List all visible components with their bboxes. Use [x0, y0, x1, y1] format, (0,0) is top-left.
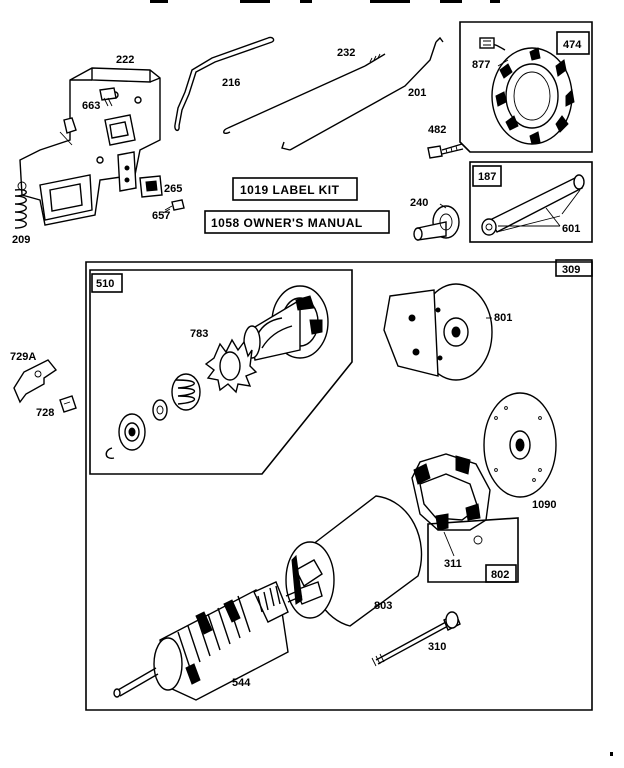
- label-1090: 1090: [532, 499, 556, 511]
- label-544: 544: [232, 677, 251, 689]
- cap-240: [413, 205, 460, 241]
- screw-728: [59, 395, 77, 413]
- label-kit-text: 1019 LABEL KIT: [240, 183, 340, 197]
- link-232: [223, 53, 386, 135]
- label-309: 309: [562, 264, 580, 276]
- label-kit-box: [232, 177, 358, 201]
- screw-657: [162, 199, 185, 214]
- label-222: 222: [116, 54, 134, 66]
- brush-plate-1090: [483, 392, 557, 498]
- clip-265: [139, 175, 163, 198]
- control-bracket: [19, 67, 161, 226]
- label-729a: 729A: [10, 351, 36, 363]
- label-187: 187: [478, 171, 496, 183]
- owners-manual-text: 1058 OWNER'S MANUAL: [211, 216, 363, 230]
- armature-544: [113, 581, 303, 701]
- box-510: [89, 269, 353, 475]
- part-labels: 222 216 232 201 474 877 663 482 187 601 …: [10, 39, 582, 689]
- label-216: 216: [222, 77, 240, 89]
- retainer-clip: [105, 447, 115, 459]
- bracket-tab: [117, 151, 137, 192]
- label-801: 801: [494, 312, 512, 324]
- label-209: 209: [12, 234, 30, 246]
- bracket-729a: [13, 359, 58, 404]
- label-877: 877: [472, 59, 490, 71]
- label-482: 482: [428, 124, 446, 136]
- end-cap-801: [383, 283, 493, 381]
- link-201: [281, 36, 444, 151]
- bolt-663: [99, 87, 117, 107]
- alternator-877: [479, 37, 575, 145]
- label-657: 657: [152, 210, 170, 222]
- label-601: 601: [562, 223, 580, 235]
- label-311: 311: [444, 558, 462, 570]
- washer-783: [152, 399, 168, 421]
- housing-803: [285, 495, 423, 627]
- brush-holder-802: [411, 453, 491, 545]
- drive-head: [243, 285, 329, 361]
- label-474: 474: [563, 39, 582, 51]
- label-240: 240: [410, 197, 428, 209]
- stop-nut-783: [118, 413, 146, 451]
- fuel-line-187: [481, 174, 585, 236]
- label-310: 310: [428, 641, 446, 653]
- through-bolt-310: [371, 611, 461, 667]
- box-309: [85, 259, 593, 711]
- label-783: 783: [190, 328, 208, 340]
- label-728: 728: [36, 407, 54, 419]
- label-663: 663: [82, 100, 100, 112]
- label-802: 802: [491, 569, 509, 581]
- box-474: [459, 21, 593, 153]
- label-510: 510: [96, 278, 114, 290]
- link-216: [174, 36, 275, 132]
- box-802: [427, 517, 519, 583]
- label-265: 265: [164, 183, 182, 195]
- box-187: [469, 161, 593, 243]
- spring-783: [171, 373, 201, 411]
- spring-209: [14, 181, 27, 229]
- bolt-482: [427, 143, 464, 159]
- label-803: 803: [374, 600, 392, 612]
- pinion-gear-783: [204, 338, 258, 394]
- label-232: 232: [337, 47, 355, 59]
- owners-manual-box: [204, 210, 390, 234]
- top-edge-marks: [150, 0, 613, 756]
- label-201: 201: [408, 87, 426, 99]
- leader-lines: [439, 59, 561, 557]
